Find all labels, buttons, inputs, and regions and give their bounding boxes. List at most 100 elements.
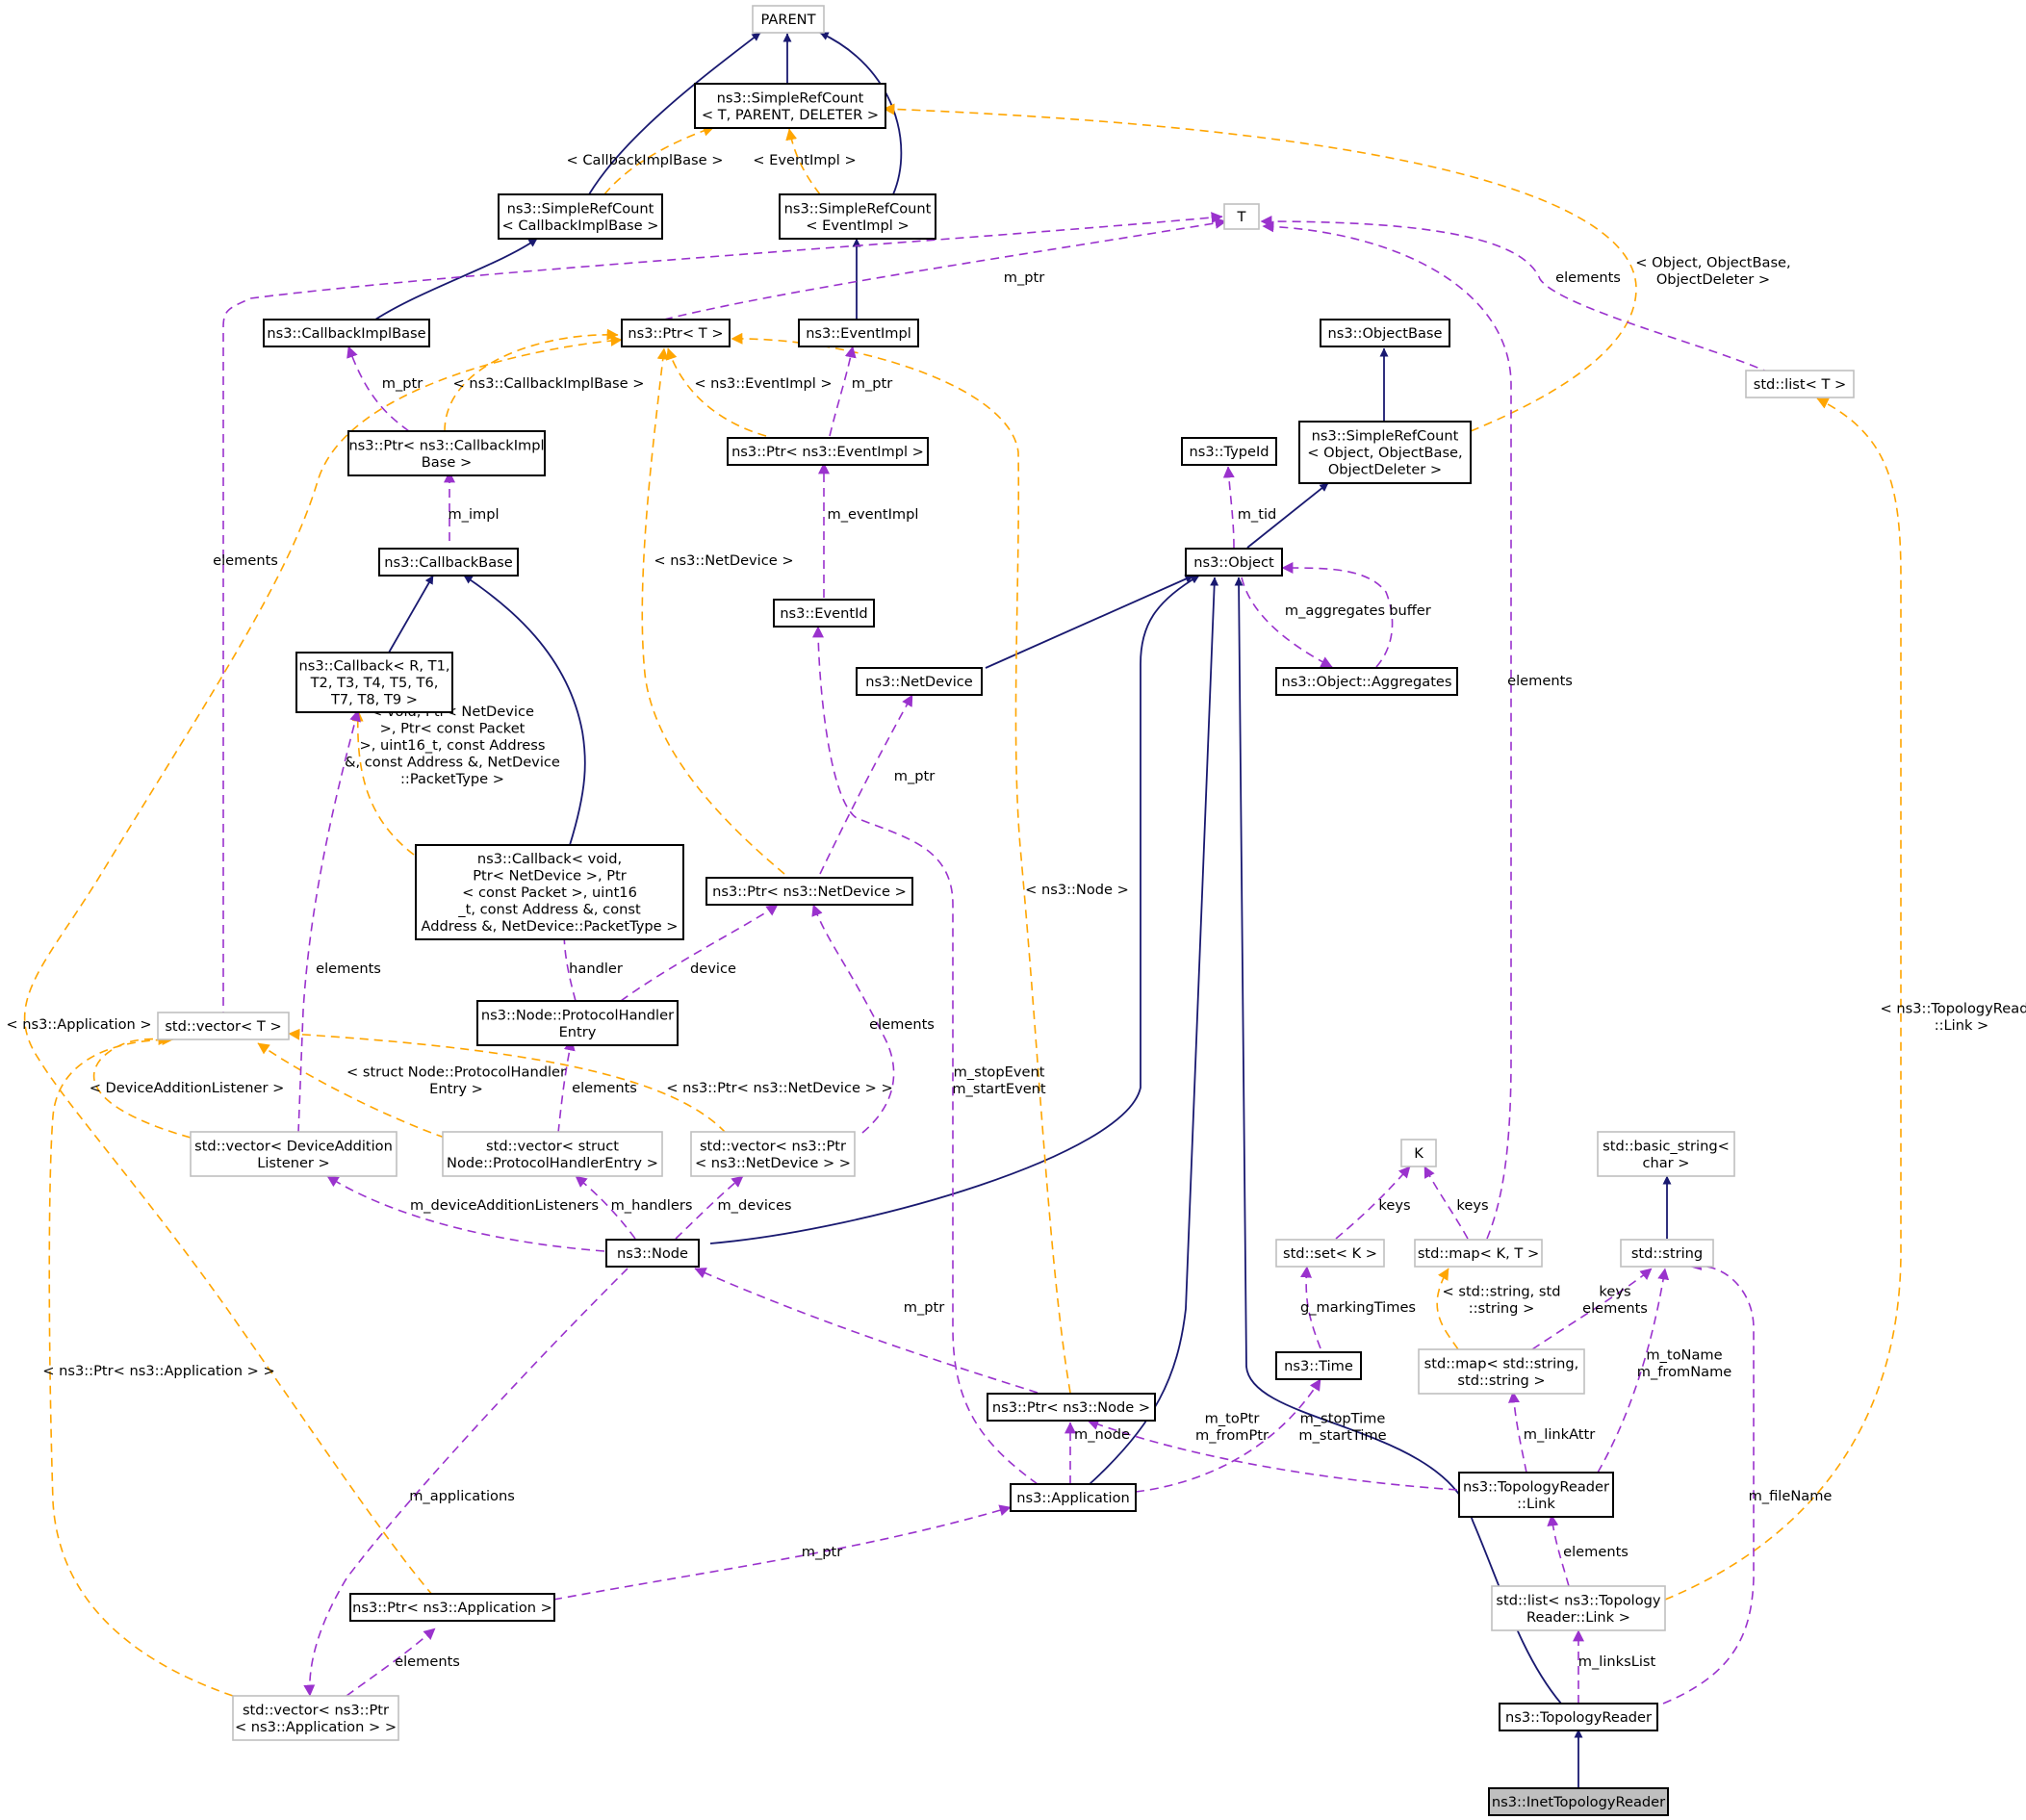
node-ptr-eventimpl[interactable]: ns3::Ptr< ns3::EventImpl > [727, 437, 929, 466]
text-line: m_linksList [1578, 1653, 1656, 1670]
node-typeid[interactable]: ns3::TypeId [1181, 437, 1277, 466]
edge-label: device [690, 961, 736, 977]
edge-phe-handler [558, 928, 577, 1002]
node-label: ns3::ObjectBase [1327, 325, 1442, 342]
edge-label: < ns3::TopologyReader::Link > [1881, 1000, 2026, 1034]
text-line: ns3::SimpleRefCount [507, 200, 654, 217]
text-line: Base > [422, 454, 472, 471]
node-vector-ptr-netdevice[interactable]: std::vector< ns3::Ptr< ns3::NetDevice > … [690, 1131, 856, 1177]
edge-label: elements [395, 1653, 460, 1670]
node-object[interactable]: ns3::Object [1185, 548, 1283, 577]
node-ptr-t[interactable]: ns3::Ptr< T > [621, 319, 731, 347]
text-line: K [1414, 1145, 1423, 1162]
edge-vpnd-elements [811, 904, 895, 1134]
edge-src-cib-to-parent [588, 32, 761, 195]
node-netdevice[interactable]: ns3::NetDevice [856, 667, 983, 696]
edge-src-ev-tmpl [785, 128, 821, 195]
text-line: ns3::Ptr< ns3::NetDevice > [712, 884, 907, 900]
node-application[interactable]: ns3::Application [1010, 1483, 1137, 1512]
edge-vect-elements [222, 212, 1223, 1020]
node-label: ns3::Ptr< ns3::Application > [352, 1600, 552, 1616]
edge-netdev-to-object [985, 575, 1194, 669]
node-label: std::set< K > [1283, 1245, 1377, 1262]
node-ptr-node[interactable]: ns3::Ptr< ns3::Node > [987, 1393, 1156, 1422]
node-map-k-t[interactable]: std::map< K, T > [1414, 1239, 1543, 1268]
text-line: < ns3::Application > > [235, 1719, 397, 1735]
text-line: ns3::Node [617, 1245, 688, 1262]
edge-trlink-names [1597, 1268, 1670, 1474]
text-line: m_toName [1646, 1346, 1722, 1363]
text-line: std::string > [1457, 1372, 1545, 1389]
node-simplerefcount-eventimpl[interactable]: ns3::SimpleRefCount< EventImpl > [779, 193, 936, 240]
edge-app-m-event [812, 626, 1039, 1485]
text-line: < ns3::Node > [1025, 882, 1129, 898]
edge-label: m_tid [1238, 506, 1277, 523]
node-label: ns3::Time [1284, 1358, 1353, 1374]
node-list-t[interactable]: std::list< T > [1745, 370, 1855, 398]
text-line: std::vector< ns3::Ptr [243, 1702, 389, 1718]
node-simplerefcount-object[interactable]: ns3::SimpleRefCount< Object, ObjectBase,… [1298, 421, 1472, 484]
text-line: elements [1555, 269, 1621, 286]
node-simplerefcount-t-parent-deleter[interactable]: ns3::SimpleRefCount< T, PARENT, DELETER … [694, 83, 886, 129]
edge-label: m_fileName [1749, 1488, 1833, 1504]
node-object-aggregates[interactable]: ns3::Object::Aggregates [1275, 667, 1458, 696]
text-line: < ns3::Ptr< ns3::NetDevice > > [666, 1080, 892, 1096]
node-simplerefcount-callbackimplbase[interactable]: ns3::SimpleRefCount< CallbackImplBase > [498, 193, 663, 240]
nodes: PARENT ns3::SimpleRefCount< T, PARENT, D… [157, 5, 1855, 1816]
node-string[interactable]: std::string [1620, 1239, 1714, 1268]
node-t[interactable]: T [1223, 203, 1260, 230]
node-label: std::vector< ns3::Ptr< ns3::Application … [235, 1702, 397, 1735]
node-ptr-netdevice[interactable]: ns3::Ptr< ns3::NetDevice > [705, 877, 913, 906]
text-line: m_ptr [802, 1544, 843, 1560]
node-callbackimplbase[interactable]: ns3::CallbackImplBase [263, 319, 430, 347]
node-vector-ptr-application[interactable]: std::vector< ns3::Ptr< ns3::Application … [232, 1695, 399, 1741]
node-label: ns3::Object::Aggregates [1281, 674, 1451, 690]
node-callback-generic[interactable]: ns3::Callback< R, T1,T2, T3, T4, T5, T6,… [295, 652, 453, 713]
edge-topo-to-object [1234, 577, 1562, 1705]
node-eventimpl[interactable]: ns3::EventImpl [798, 319, 919, 347]
node-inettopologyreader: ns3::InetTopologyReader [1488, 1787, 1669, 1816]
edge-label: < ns3::Ptr< ns3::NetDevice > > [666, 1080, 892, 1096]
node-node[interactable]: ns3::Node [605, 1239, 700, 1268]
node-time[interactable]: ns3::Time [1275, 1351, 1362, 1380]
node-callback-void[interactable]: ns3::Callback< void,Ptr< NetDevice >, Pt… [415, 844, 684, 940]
node-label: ns3::EventImpl [806, 325, 911, 342]
edge-object-m-tid [1222, 466, 1235, 549]
node-label: ns3::TypeId [1189, 444, 1269, 460]
node-ptr-application[interactable]: ns3::Ptr< ns3::Application > [349, 1593, 555, 1622]
node-topologyreader[interactable]: ns3::TopologyReader [1499, 1703, 1658, 1731]
edge-label: elements [1507, 673, 1573, 689]
text-line: std::vector< T > [165, 1018, 281, 1035]
node-basic-string[interactable]: std::basic_string<char > [1597, 1131, 1735, 1177]
edge-label: < DeviceAdditionListener > [90, 1080, 285, 1096]
node-eventid[interactable]: ns3::EventId [773, 599, 875, 628]
text-line: m_eventImpl [828, 506, 919, 523]
edge-label: m_ptr [852, 375, 893, 392]
node-map-string-string[interactable]: std::map< std::string,std::string > [1418, 1348, 1585, 1395]
edge-node-m-applications [303, 1268, 628, 1697]
edge-vphe-elements [557, 1038, 576, 1134]
edge-label: < ns3::Node > [1025, 882, 1129, 898]
node-label: ns3::CallbackBase [384, 554, 512, 571]
node-vector-t[interactable]: std::vector< T > [157, 1012, 290, 1040]
edge-trlink-ptrs [1087, 1419, 1458, 1491]
text-line: keys [1599, 1283, 1630, 1299]
node-label: ns3::SimpleRefCount< CallbackImplBase > [501, 200, 658, 234]
node-objectbase[interactable]: ns3::ObjectBase [1320, 319, 1450, 347]
text-line: Entry [559, 1024, 597, 1040]
edge-label: < ns3::Ptr< ns3::Application > > [42, 1363, 274, 1379]
node-callbackbase[interactable]: ns3::CallbackBase [378, 548, 519, 577]
edge-label: < ns3::Application > [6, 1016, 151, 1033]
node-parent[interactable]: PARENT [752, 5, 825, 34]
node-topologyreader-link[interactable]: ns3::TopologyReader::Link [1458, 1472, 1614, 1518]
text-line: std::set< K > [1283, 1245, 1377, 1262]
text-line: T [1237, 209, 1246, 225]
node-k[interactable]: K [1400, 1139, 1437, 1167]
node-set-k[interactable]: std::set< K > [1275, 1239, 1385, 1268]
